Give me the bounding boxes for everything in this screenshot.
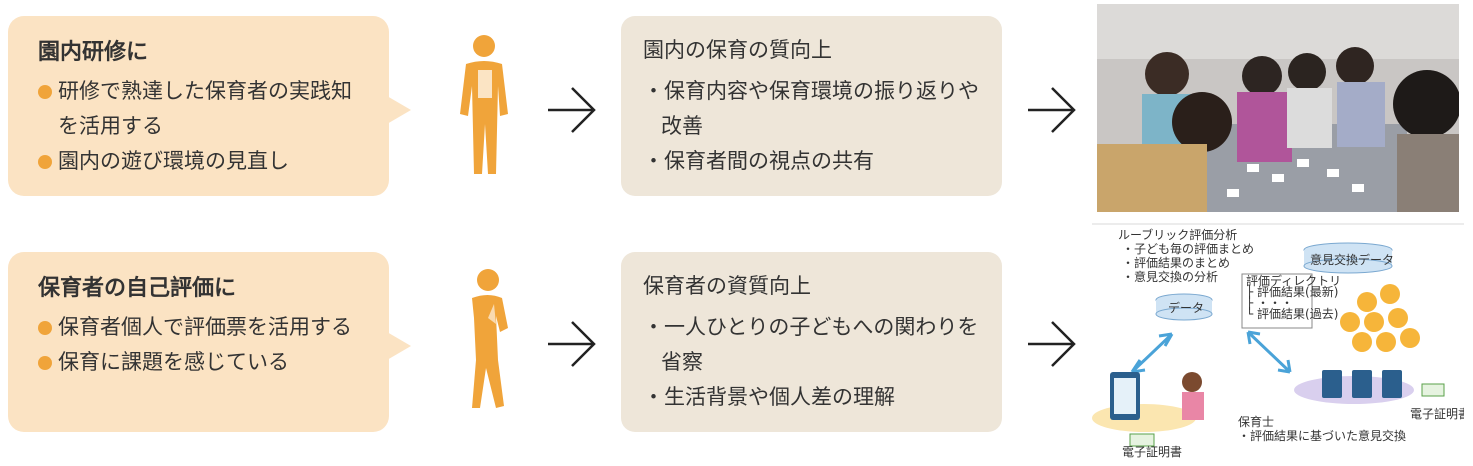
caregiver-avatar <box>1182 372 1202 392</box>
person-thinking-icon <box>472 269 508 408</box>
ig-bullet-3: ・意見交換の分析 <box>1122 269 1218 284</box>
self-eval-item-1-text: 保育者個人で評価票を活用する <box>58 315 352 339</box>
ig-data-label: データ <box>1168 300 1204 315</box>
training-bubble: 園内研修に 研修で熟達した保育者の実践知を活用する 園内の遊び環境の見直し <box>8 16 411 196</box>
quality-title: 園内の保育の質向上 <box>643 38 832 62</box>
self-eval-item-2: 保育に課題を感じている <box>38 345 367 380</box>
training-session-photo <box>1097 4 1459 212</box>
ig-bullet-2: ・評価結果のまとめ <box>1122 255 1230 270</box>
ig-exchange-data-label: 意見交換データ <box>1310 252 1394 267</box>
self-eval-item-2-text: 保育に課題を感じている <box>58 350 289 374</box>
person-holding-paper-icon <box>460 35 508 174</box>
arrow-right-icon <box>548 321 596 367</box>
self-eval-title: 保育者の自己評価に <box>38 276 237 301</box>
ig-bullet-1: ・子ども毎の評価まとめ <box>1122 241 1254 256</box>
bullet-dot-icon <box>38 321 52 335</box>
competence-title: 保育者の資質向上 <box>643 274 811 298</box>
left-platform <box>1092 404 1196 432</box>
ig-caregiver-item: ・評価結果に基づいた意見交換 <box>1238 428 1406 443</box>
arrow-right-icon <box>1028 321 1076 367</box>
data-cylinder-icon: データ <box>1155 293 1213 321</box>
bullet-dot-icon <box>38 85 52 99</box>
photo-illustration <box>1097 4 1459 212</box>
training-title: 園内研修に <box>38 40 149 65</box>
quality-item-2: ・保育者間の視点の共有 <box>643 149 874 173</box>
double-arrow-right-icon <box>1246 330 1292 374</box>
competence-item-1: ・一人ひとりの子どもへの関わりを省察 <box>643 315 979 374</box>
faces-cluster-icon <box>1340 284 1420 352</box>
double-arrow-left-icon <box>1130 332 1174 374</box>
exchange-data-cylinder-icon: 意見交換データ <box>1303 242 1394 274</box>
self-eval-item-1: 保育者個人で評価票を活用する <box>38 310 367 345</box>
training-item-1-text: 研修で熟達した保育者の実践知を活用する <box>58 79 352 138</box>
ig-directory-2: ├ ・・・ <box>1246 295 1293 310</box>
competence-panel: 保育者の資質向上 ・一人ひとりの子どもへの関わりを省察 ・生活背景や個人差の理解 <box>621 252 1002 432</box>
rubric-analysis-infographic: ルーブリック評価分析 ・子ども毎の評価まとめ ・評価結果のまとめ ・意見交換の分… <box>1092 223 1464 459</box>
ig-heading: ルーブリック評価分析 <box>1118 227 1237 242</box>
directory-box <box>1241 273 1313 329</box>
ig-cert-right: 電子証明書 <box>1410 407 1464 421</box>
quality-panel: 園内の保育の質向上 ・保育内容や保育環境の振り返りや改善 ・保育者間の視点の共有 <box>621 16 1002 196</box>
ig-cert-left: 電子証明書 <box>1122 445 1182 459</box>
self-eval-bubble: 保育者の自己評価に 保育者個人で評価票を活用する 保育に課題を感じている <box>8 252 411 432</box>
certificate-icon <box>1421 383 1445 397</box>
bullet-dot-icon <box>38 155 52 169</box>
arrow-right-icon <box>1028 87 1076 133</box>
training-item-2: 園内の遊び環境の見直し <box>38 144 367 179</box>
arrow-right-icon <box>548 87 596 133</box>
training-item-1: 研修で熟達した保育者の実践知を活用する <box>38 74 367 144</box>
ig-directory-3: └ 評価結果(過去) <box>1246 306 1338 321</box>
ig-directory-1: ├ 評価結果(最新) <box>1246 284 1338 299</box>
competence-item-2: ・生活背景や個人差の理解 <box>643 385 895 409</box>
training-item-2-text: 園内の遊び環境の見直し <box>58 149 289 173</box>
ig-caregiver-title: 保育士 <box>1238 414 1274 429</box>
quality-item-1: ・保育内容や保育環境の振り返りや改善 <box>643 79 979 138</box>
ig-directory-0: 評価ディレクトリ <box>1246 273 1341 288</box>
bullet-dot-icon <box>38 356 52 370</box>
certificate-icon <box>1129 433 1155 447</box>
